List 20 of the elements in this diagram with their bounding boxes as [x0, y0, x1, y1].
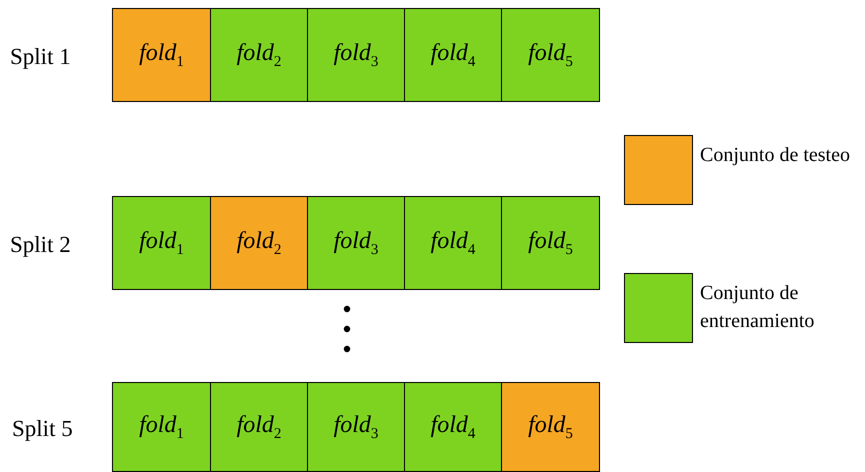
- fold-box: fold$_{4}$: [404, 8, 502, 102]
- fold-box: fold$_{4}$: [404, 382, 502, 472]
- fold-box: fold$_{3}$: [307, 8, 405, 102]
- fold-box: fold$_{2}$: [210, 196, 308, 290]
- fold-box: fold$_{5}$: [501, 382, 600, 472]
- fold-box: fold$_{2}$: [210, 382, 308, 472]
- split-label: Split 1: [10, 44, 71, 70]
- split-label: Split 5: [12, 416, 73, 442]
- split-label: Split 2: [10, 232, 71, 258]
- fold-box: fold$_{5}$: [501, 8, 600, 102]
- fold-box: fold$_{3}$: [307, 196, 405, 290]
- fold-box: fold$_{1}$: [112, 8, 211, 102]
- fold-box: fold$_{4}$: [404, 196, 502, 290]
- fold-box: fold$_{1}$: [112, 196, 211, 290]
- legend-text: Conjunto de testeo: [700, 143, 850, 168]
- fold-box: fold$_{5}$: [501, 196, 600, 290]
- legend-text: Conjunto de entrenamiento: [700, 281, 816, 334]
- fold-box: fold$_{2}$: [210, 8, 308, 102]
- fold-box: fold$_{1}$: [112, 382, 211, 472]
- fold-box: fold$_{3}$: [307, 382, 405, 472]
